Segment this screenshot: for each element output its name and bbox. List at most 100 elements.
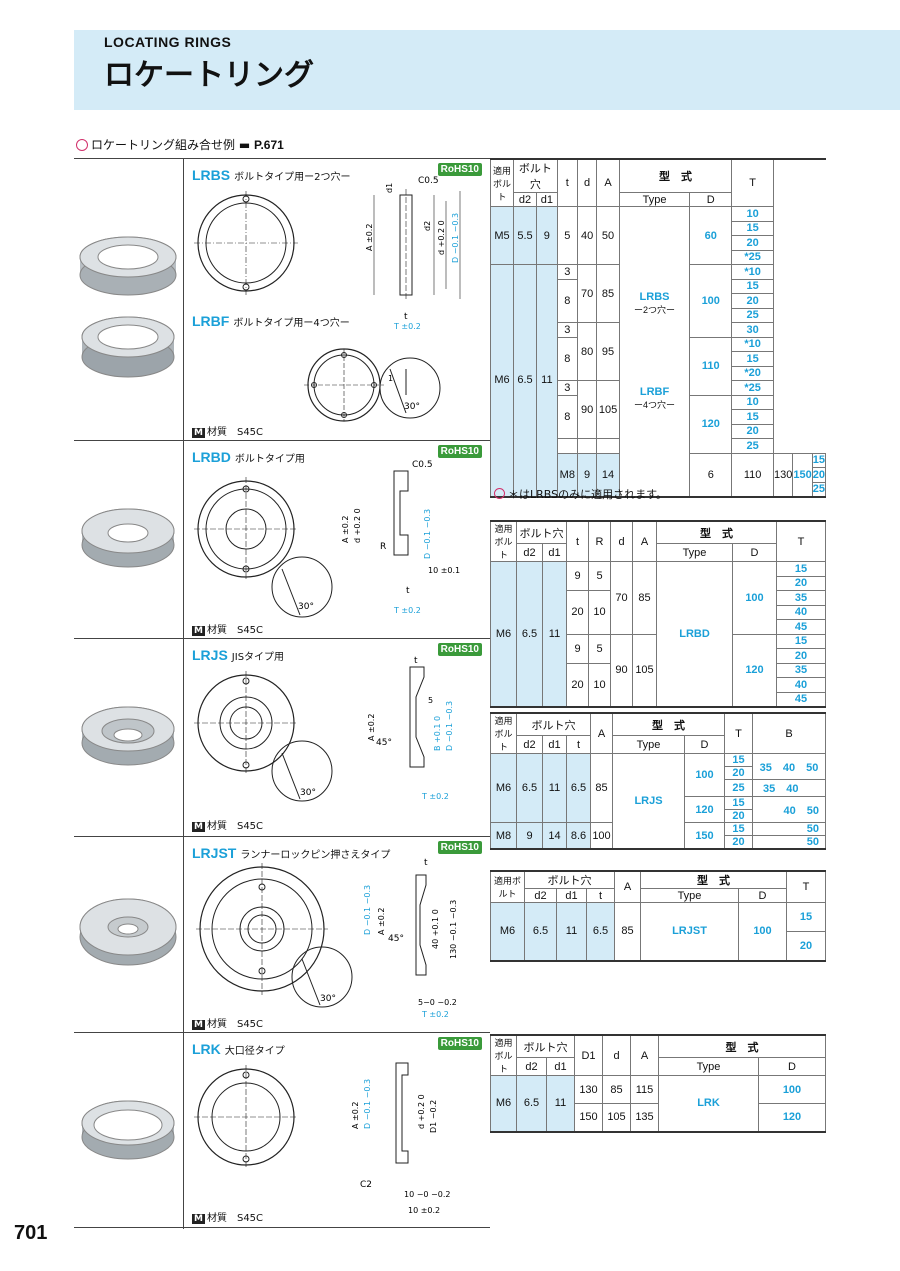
lrbd-section-view: C0.5 A ±0.2 d +0.2 0 D −0.1 −0.3 R 10 ±0… (341, 460, 460, 615)
table-cell: 100 (758, 1075, 826, 1104)
combination-note: ロケートリング組み合せ例 ▬ P.671 (76, 136, 284, 153)
table-header-cell: d1 (542, 543, 567, 562)
rohs-badge: RoHS10 (437, 163, 482, 176)
table-header-cell: d1 (556, 888, 587, 903)
table-row: 適用ボルト ボルト穴 A 型 式 T B (490, 712, 826, 754)
lrk-front-view (194, 1065, 298, 1169)
table-cell: 10 (731, 394, 775, 410)
table-header-cell: 適用ボルト (490, 1034, 517, 1076)
table-cell: 9 (516, 822, 543, 850)
table-cell: LRJS (612, 753, 685, 850)
table-cell: 6.5 (586, 902, 615, 961)
table-cell: 15 (724, 796, 753, 810)
table-header-cell: 型 式 (640, 870, 787, 889)
pin-icon (76, 139, 88, 151)
table-header-cell: T (786, 870, 826, 903)
svg-text:t: t (406, 586, 410, 596)
table-header-cell: d (576, 158, 598, 207)
table-cell: 15 (811, 452, 827, 468)
table-cell (576, 438, 598, 454)
table-header-cell: d2 (516, 543, 543, 562)
table-header-cell: 適用ボルト (490, 712, 517, 754)
table-header-cell: d (602, 1034, 631, 1076)
svg-text:1: 1 (388, 374, 393, 383)
table-cell: 110 (689, 336, 733, 396)
lrjs-section-view: A ±0.2 B +0.1 0 D −0.1 −0.3 45° 5 t T ±0… (367, 656, 454, 801)
svg-text:d +0.2 0: d +0.2 0 (353, 508, 362, 543)
table-cell: 20 (566, 590, 589, 635)
table-cell: 115 (630, 1075, 659, 1104)
table-header-cell: Type (658, 1057, 759, 1076)
ring-photo-image (79, 236, 177, 378)
table-header-cell: t (566, 735, 591, 754)
table-cell: 15 (731, 278, 775, 294)
table-header-cell: Type (640, 888, 739, 903)
svg-text:130 −0.1 −0.3: 130 −0.1 −0.3 (449, 900, 458, 959)
svg-text:t: t (424, 858, 428, 868)
table-cell: *10 (731, 264, 775, 280)
table-row: 25 (491, 438, 826, 454)
table-cell: M6 (490, 561, 517, 707)
table-header-cell: 型 式 (656, 520, 777, 544)
table-header-cell: ボルト穴 (513, 158, 558, 193)
table-header-cell: ボルト穴 (516, 520, 567, 544)
product-photo (74, 639, 184, 836)
table-cell: *25 (731, 380, 775, 396)
ring-photo-image (81, 508, 175, 568)
table-cell: M6 (490, 902, 525, 961)
table-cell: 70 (576, 264, 598, 323)
table-cell: 95 (596, 322, 620, 381)
table-cell: 8.6 (566, 822, 591, 850)
table-cell: 100 (590, 822, 613, 850)
table-cell: 120 (758, 1103, 826, 1132)
table-cell: 85 (614, 902, 641, 961)
table-header-cell: B (752, 712, 826, 754)
svg-text:10 ±0.2: 10 ±0.2 (408, 1206, 440, 1215)
table-cell: 6.5 (524, 902, 557, 961)
table-cell: 130 (574, 1075, 603, 1104)
chamfer-detail-view: 30° 1 (379, 357, 441, 419)
svg-text:30°: 30° (300, 788, 316, 798)
table-header-cell: A (596, 158, 620, 207)
table-header-cell: 適用ボルト (490, 158, 514, 207)
svg-text:d1: d1 (385, 183, 394, 193)
table-cell: 150 (792, 452, 813, 497)
table-cell: 11 (556, 902, 587, 961)
table-cell: 9 (576, 452, 598, 497)
table-cell: 130 (773, 452, 794, 497)
svg-text:45°: 45° (376, 738, 392, 748)
table-cell: 90 (610, 633, 633, 707)
table-cell: 50 (752, 822, 826, 836)
table-header-cell: d2 (516, 735, 543, 754)
table-footnote: ＊はLRBSのみに適用されます。 (494, 486, 667, 502)
note-page-ref[interactable]: P.671 (254, 138, 284, 152)
table-cell: 5 (588, 633, 611, 664)
svg-text:A ±0.2: A ±0.2 (351, 1102, 360, 1129)
table-cell: 40 (776, 677, 826, 693)
table-cell: 20 (731, 423, 775, 439)
table-cell: 45 (776, 619, 826, 635)
table-cell (556, 438, 578, 454)
svg-text:T ±0.2: T ±0.2 (393, 606, 421, 615)
svg-text:B +0.1 0: B +0.1 0 (433, 716, 442, 751)
table-cell: 25 (731, 438, 775, 454)
table-header-cell: A (590, 712, 613, 754)
svg-text:45°: 45° (388, 934, 404, 944)
table-cell: M6 (490, 1075, 517, 1132)
table-cell: 11 (542, 561, 567, 707)
table-cell: 6.5 (516, 753, 543, 823)
